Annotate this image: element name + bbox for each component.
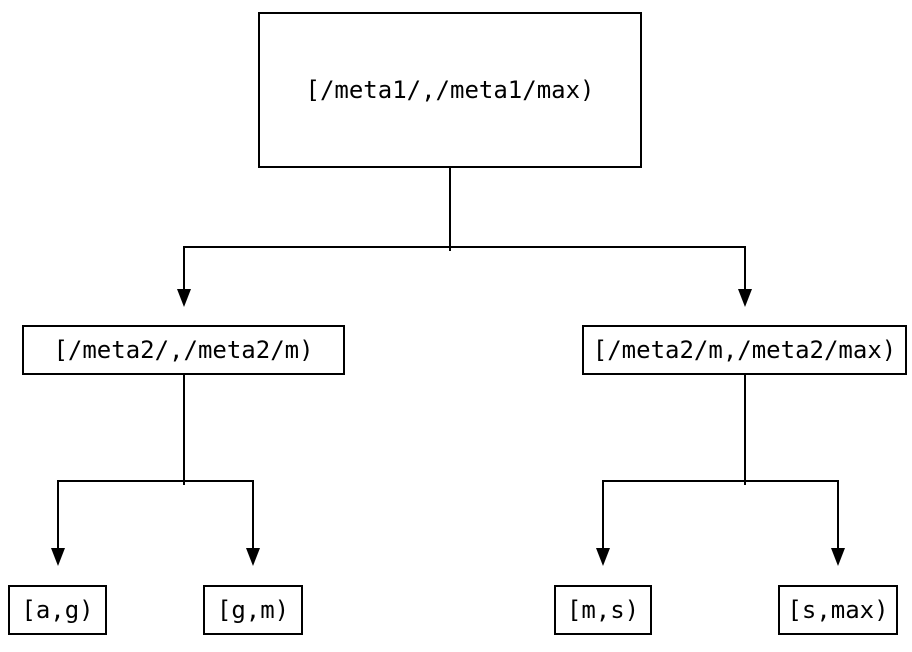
tree-node-root: [/meta1/,/meta1/max) — [258, 12, 642, 168]
tree-node-leaf-ag: [a,g) — [8, 585, 107, 635]
arrow-down-icon — [596, 548, 610, 566]
tree-node-left: [/meta2/,/meta2/m) — [22, 325, 345, 375]
arrow-down-icon — [246, 548, 260, 566]
tree-node-leaf-ms: [m,s) — [554, 585, 652, 635]
arrow-down-icon — [738, 289, 752, 307]
tree-node-leaf-gm: [g,m) — [203, 585, 303, 635]
arrow-down-icon — [177, 289, 191, 307]
tree-node-leaf-smax: [s,max) — [778, 585, 898, 635]
arrow-down-icon — [51, 548, 65, 566]
tree-node-right: [/meta2/m,/meta2/max) — [582, 325, 907, 375]
arrow-down-icon — [831, 548, 845, 566]
